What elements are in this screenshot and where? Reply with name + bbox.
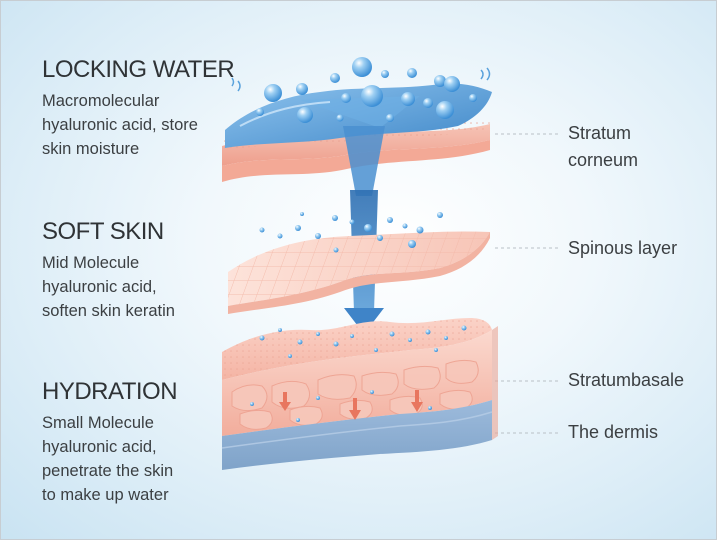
spinous-layer	[228, 231, 490, 314]
stratum-basale-block	[221, 318, 498, 470]
water-droplets-small	[250, 325, 467, 422]
desc-line: Small Molecule	[42, 414, 154, 432]
locking-water-description: Macromolecular hyaluronic acid, store sk…	[42, 89, 198, 161]
arrow-head	[344, 308, 384, 334]
water-droplets-large	[231, 57, 491, 123]
water-droplets-medium	[259, 212, 443, 253]
desc-line: Mid Molecule	[42, 254, 140, 272]
label-line: corneum	[568, 150, 639, 170]
label-stratum-corneum: Stratum corneum	[568, 120, 638, 174]
label-dermis: The dermis	[568, 419, 658, 446]
soft-skin-description: Mid Molecule hyaluronic acid, soften ski…	[42, 251, 175, 323]
locking-water-title: LOCKING WATER	[42, 56, 235, 83]
label-line: Stratum	[568, 123, 632, 143]
label-line: Stratumbasale	[568, 370, 685, 390]
down-arrow-icon	[411, 390, 423, 412]
desc-line: skin moisture	[42, 140, 140, 158]
desc-line: penetrate the skin	[42, 462, 174, 480]
label-stratumbasale: Stratumbasale	[568, 367, 684, 394]
hydration-title: HYDRATION	[42, 378, 178, 405]
desc-line: hyaluronic acid,	[42, 278, 157, 296]
down-arrow-icon	[279, 392, 291, 411]
hydration-description: Small Molecule hyaluronic acid, penetrat…	[42, 411, 173, 507]
dermis-layer	[222, 400, 492, 470]
water-droplet	[352, 57, 372, 77]
desc-line: Macromolecular	[42, 92, 160, 110]
desc-line: to make up water	[42, 486, 169, 504]
penetration-arrows-small	[279, 390, 423, 420]
soft-skin-title: SOFT SKIN	[42, 218, 164, 245]
label-line: Spinous layer	[568, 238, 678, 258]
label-spinous-layer: Spinous layer	[568, 235, 677, 262]
leader-lines	[495, 133, 558, 434]
desc-line: soften skin keratin	[42, 302, 175, 320]
desc-line: hyaluronic acid,	[42, 438, 157, 456]
desc-line: hyaluronic acid, store	[42, 116, 198, 134]
label-line: The dermis	[568, 422, 659, 442]
down-arrow-icon	[349, 398, 361, 420]
penetration-arrow	[343, 126, 385, 334]
